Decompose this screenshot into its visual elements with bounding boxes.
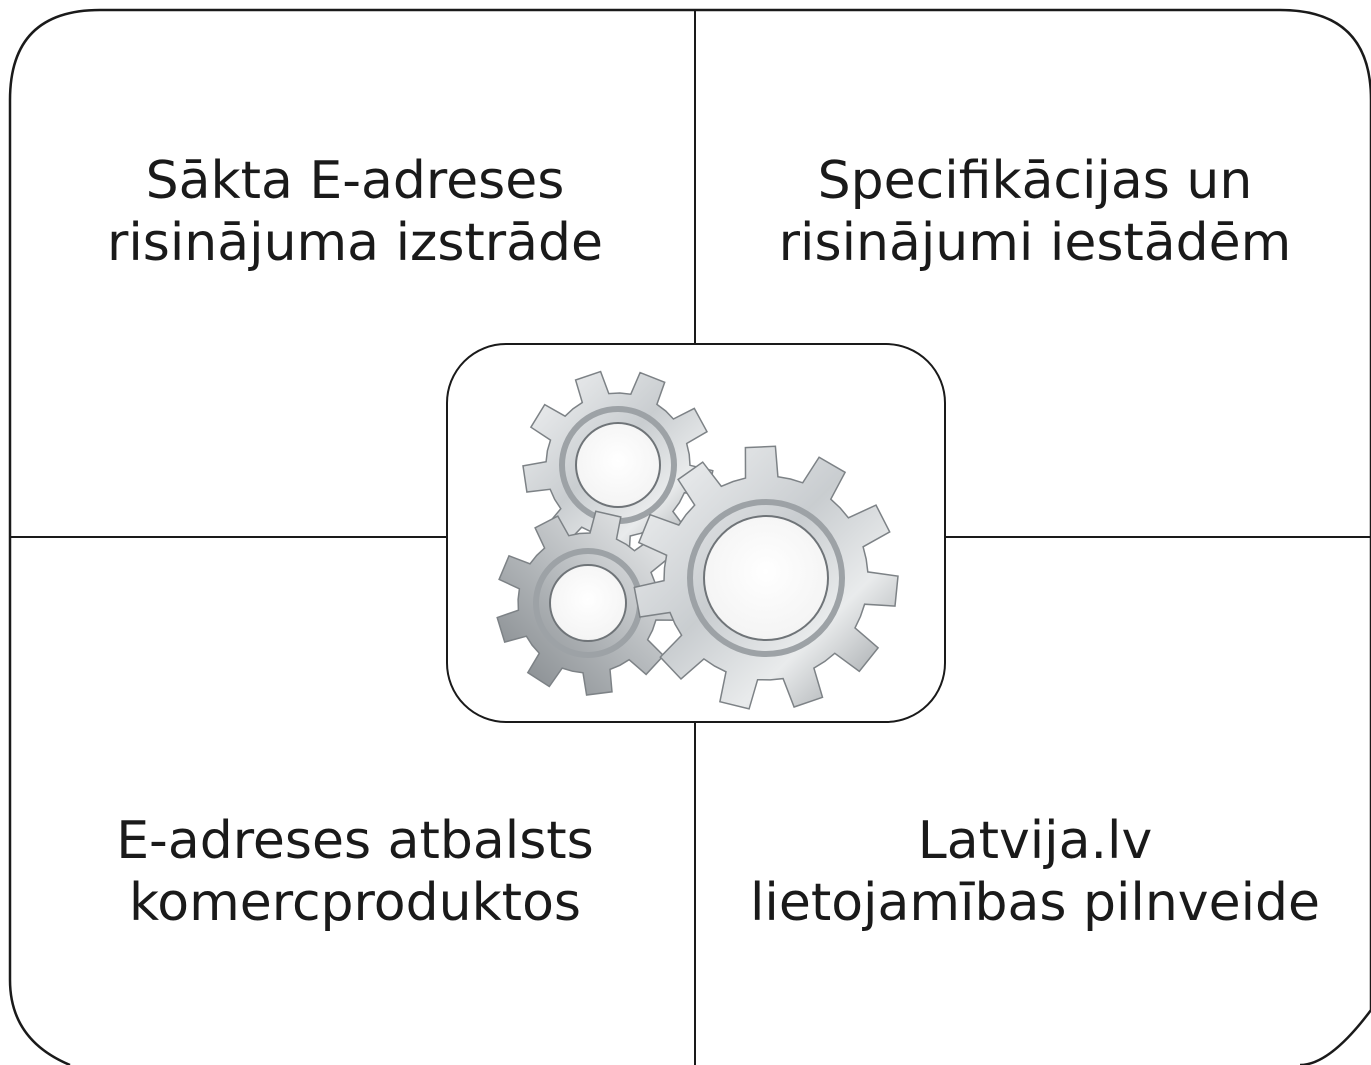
quadrant-top-right-text: Specifikācijas un risinājumi iestādēm	[700, 150, 1370, 274]
gear-bottom-left	[496, 510, 681, 696]
center-card	[446, 343, 946, 723]
quadrant-top-left-line1: Sākta E-adreses	[145, 151, 565, 211]
quadrant-top-right-line2: risinājumi iestādēm	[778, 213, 1292, 273]
quadrant-top-left-text: Sākta E-adreses risinājuma izstrāde	[30, 150, 680, 274]
gear-top	[522, 370, 714, 561]
quadrant-bottom-left-text: E-adreses atbalsts komercproduktos	[30, 810, 680, 934]
gear-right	[633, 445, 899, 710]
quadrant-bottom-right-line1: Latvija.lv	[917, 811, 1153, 871]
quadrant-top-left-line2: risinājuma izstrāde	[106, 213, 604, 273]
quadrant-bottom-left-line1: E-adreses atbalsts	[116, 811, 594, 871]
quadrant-bottom-right-text: Latvija.lv lietojamības pilnveide	[700, 810, 1370, 934]
quadrant-bottom-left-line2: komercproduktos	[129, 873, 581, 933]
gears-icon	[496, 370, 899, 710]
quadrant-top-right-line1: Specifikācijas un	[817, 151, 1253, 211]
quadrant-bottom-right-line2: lietojamības pilnveide	[749, 873, 1321, 933]
